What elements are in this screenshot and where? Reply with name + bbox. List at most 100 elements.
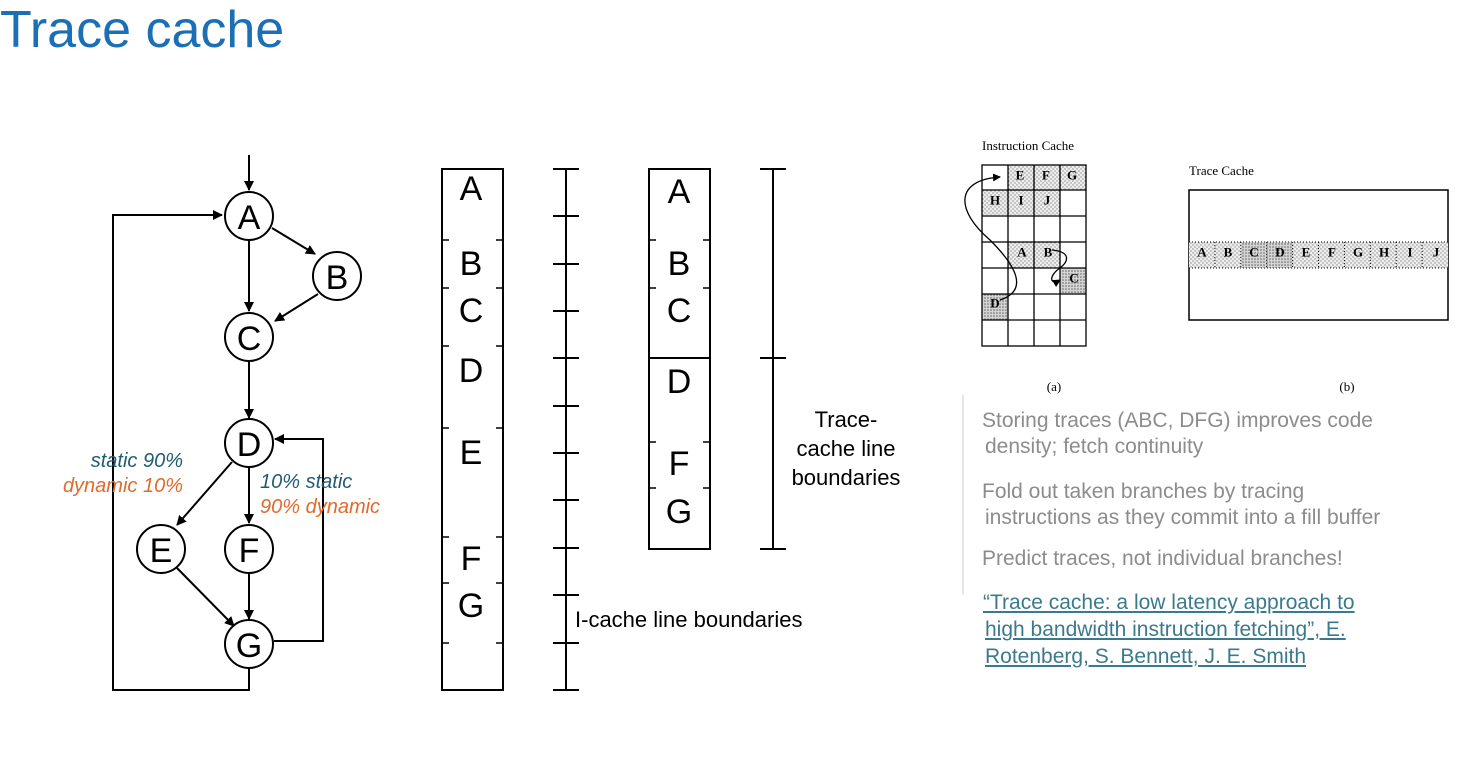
trace-label-c: C [667, 292, 692, 330]
tcache-box: A B C D E F G H I J [1188, 189, 1449, 321]
trace-label-b: B [668, 245, 691, 283]
right-static-label: 10% static [260, 471, 352, 493]
tcache-letter-a: A [1197, 245, 1207, 260]
vertical-divider [962, 395, 964, 595]
icache-flow-d-e [964, 173, 1018, 301]
trace-column-ticks [649, 239, 710, 489]
bullet-fold-branches: Fold out taken branches by tracing instr… [982, 479, 1452, 531]
icache-letter-h: H [990, 193, 1000, 208]
icache-boundary-ruler [553, 168, 579, 691]
icache-letter-g: G [1067, 168, 1077, 183]
icache-cell-i [1008, 190, 1034, 215]
node-e-label: E [150, 532, 173, 570]
tcache-letter-g: G [1353, 245, 1363, 260]
node-d [224, 418, 274, 468]
icache-grid: E F G H I J A B C D [964, 164, 1087, 347]
trace-boundary-label-line3: boundaries [792, 465, 901, 490]
icache-letter-b: B [1044, 245, 1053, 260]
icache-cell-f [1034, 165, 1060, 190]
reference-line[interactable]: Rotenberg, S. Bennett, J. E. Smith [985, 645, 1306, 668]
icache-letter-i: I [1018, 193, 1023, 208]
tcache-letter-b: B [1224, 245, 1233, 260]
reference-line[interactable]: high bandwidth instruction fetching”, E. [985, 618, 1346, 641]
bullet-line: instructions as they commit into a fill … [985, 506, 1381, 529]
icache-letter-c: C [1069, 271, 1078, 286]
reference-line[interactable]: “Trace cache: a low latency approach to [983, 591, 1355, 614]
caption-a: (a) [1047, 379, 1061, 394]
slide-title: Trace cache [0, 1, 285, 59]
control-flow-graph [112, 155, 324, 691]
bullet-line: Predict traces, not individual branches! [982, 547, 1343, 570]
icache-figure-title: Instruction Cache [982, 138, 1074, 153]
icache-label-f: F [461, 540, 482, 578]
icache-label-d: D [459, 352, 484, 390]
bullet-code-density: Storing traces (ABC, DFG) improves code … [982, 408, 1452, 460]
edge-b-c [274, 293, 319, 322]
node-g-label: G [236, 627, 262, 665]
trace-boundary-label-line1: Trace- [815, 407, 878, 432]
icache-label-b: B [460, 245, 483, 283]
trace-label-g: G [666, 493, 692, 531]
icache-boundary-label: I-cache line boundaries [575, 607, 802, 632]
tcache-letter-f: F [1328, 245, 1336, 260]
tcache-letter-h: H [1379, 245, 1389, 260]
tcache-figure-title: Trace Cache [1189, 163, 1254, 178]
tcache-letter-e: E [1302, 245, 1311, 260]
node-b-label: B [326, 259, 349, 297]
tcache-letter-i: I [1407, 245, 1412, 260]
node-d-label: D [237, 426, 262, 464]
left-dynamic-label: dynamic 10% [63, 475, 183, 497]
node-c [224, 312, 274, 362]
icache-letter-e: E [1016, 168, 1025, 183]
tcache-letter-d: D [1275, 245, 1284, 260]
node-a-label: A [238, 199, 261, 237]
icache-column-ticks [442, 239, 503, 644]
node-f [224, 524, 274, 574]
node-c-label: C [237, 320, 262, 358]
icache-cell-c [1060, 268, 1086, 294]
reference-link[interactable]: “Trace cache: a low latency approach to … [983, 589, 1453, 670]
node-e [136, 524, 186, 574]
icache-letter-f: F [1042, 168, 1050, 183]
icache-cell-a [1008, 242, 1034, 268]
node-a [224, 191, 274, 241]
icache-letter-a: A [1017, 245, 1027, 260]
trace-label-a: A [668, 173, 691, 211]
trace-boundary-ruler [760, 168, 786, 550]
bullet-predict-traces: Predict traces, not individual branches! [982, 546, 1452, 572]
trace-label-f: F [669, 445, 690, 483]
icache-letter-j: J [1044, 193, 1051, 208]
node-b [312, 251, 362, 301]
edge-d-e [176, 461, 233, 526]
icache-letter-d: D [990, 296, 999, 311]
edge-g-a-loop [112, 210, 250, 691]
bullet-line: Storing traces (ABC, DFG) improves code [982, 409, 1373, 432]
left-static-label: static 90% [91, 450, 183, 472]
caption-b: (b) [1339, 379, 1354, 394]
edge-g-d-loop [274, 434, 324, 642]
icache-cell-h [982, 190, 1008, 215]
icache-cell-b [1034, 242, 1060, 268]
trace-label-d: D [667, 363, 692, 401]
icache-cell-e [1008, 165, 1034, 190]
node-f-label: F [239, 532, 260, 570]
icache-label-a: A [460, 170, 483, 208]
node-g [224, 619, 274, 669]
icache-cell-g [1060, 165, 1086, 190]
icache-label-e: E [460, 434, 483, 472]
cfg-nodes: A B C D E F G [136, 191, 362, 669]
trace-column [648, 168, 711, 550]
icache-label-c: C [459, 292, 484, 330]
right-dynamic-label: 90% dynamic [260, 496, 380, 518]
icache-flow-b-c [1051, 249, 1068, 288]
icache-label-g: G [458, 587, 484, 625]
tcache-letter-c: C [1249, 245, 1258, 260]
edge-a-b [271, 227, 316, 255]
icache-column-box [441, 168, 504, 691]
icache-column [441, 168, 504, 691]
bullet-line: density; fetch continuity [985, 435, 1204, 458]
tcache-letter-j: J [1433, 245, 1440, 260]
trace-boundary-label-line2: cache line [796, 436, 895, 461]
edge-e-g [176, 567, 235, 627]
